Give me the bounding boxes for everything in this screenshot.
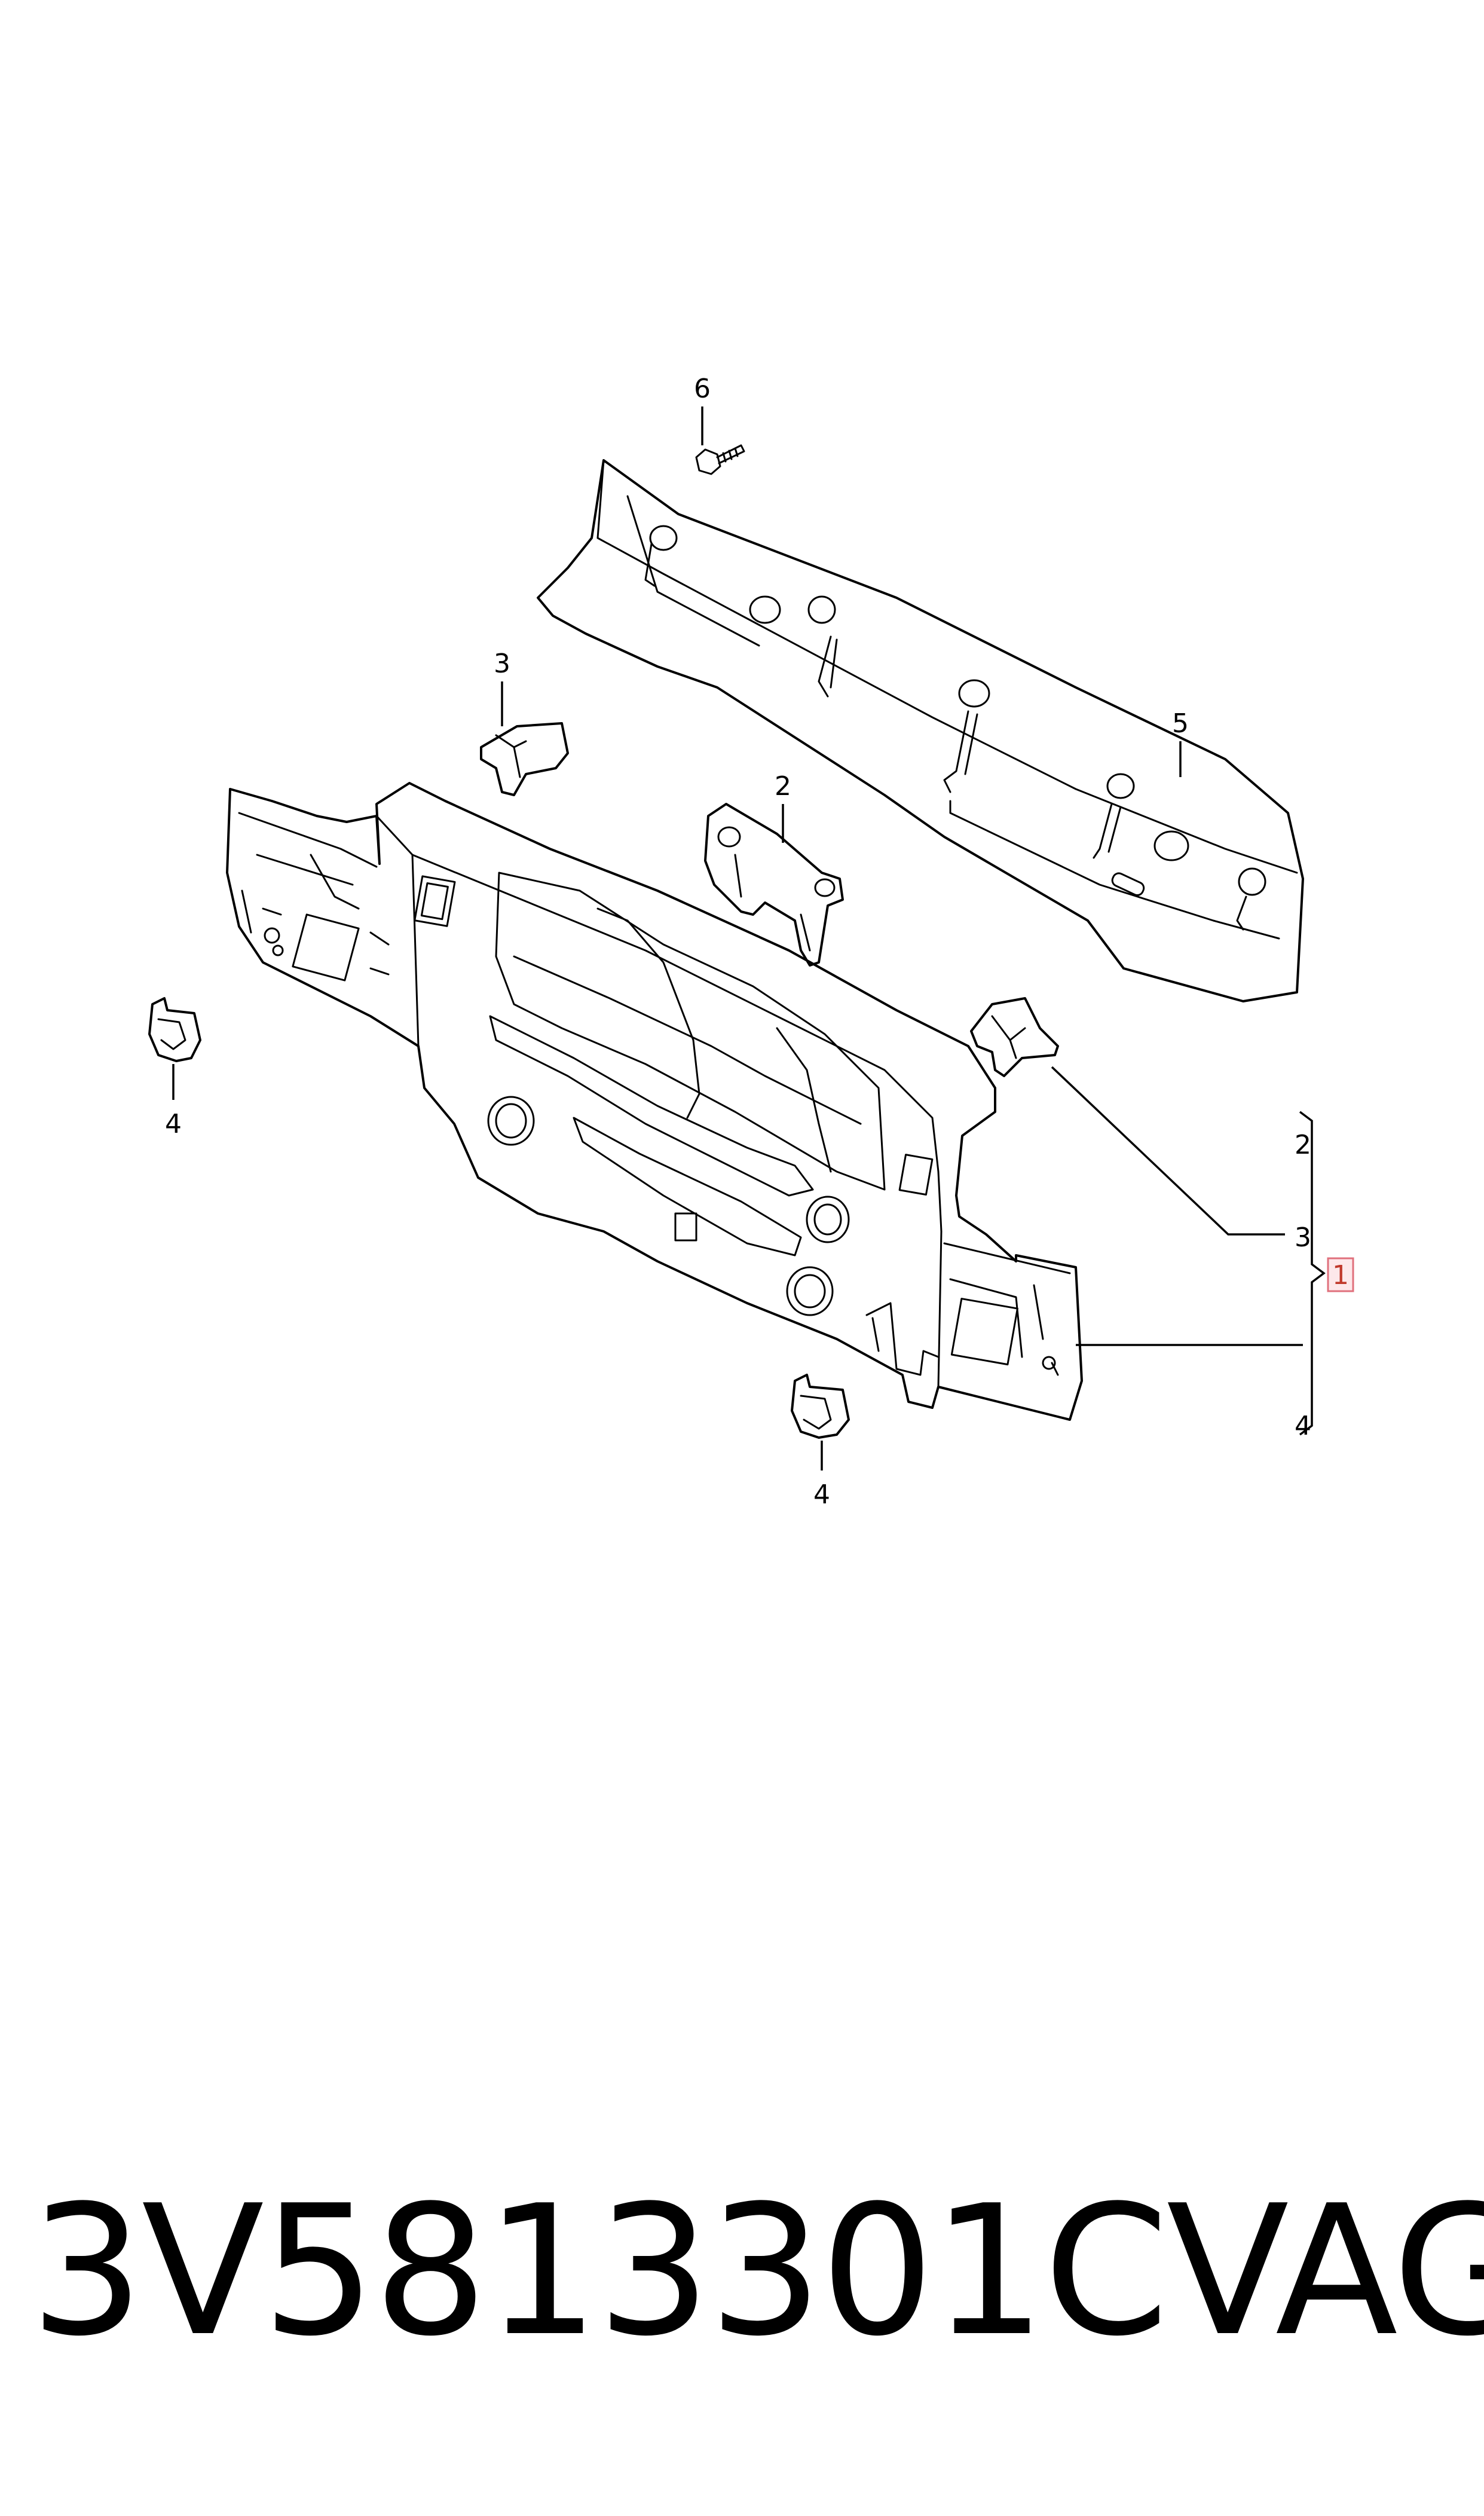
bracket-label-4: 4 xyxy=(1295,1411,1311,1441)
callout-4-left: 4 xyxy=(165,1064,182,1139)
callout-4-bottom: 4 xyxy=(813,1441,830,1510)
clip-part-4-bottom xyxy=(791,1374,850,1439)
footer: 3V5813301C VAG xyxy=(30,2167,1484,2376)
highlight-box xyxy=(1327,1257,1354,1292)
callout-label-2-top: 2 xyxy=(775,771,791,802)
clip-part-4-left xyxy=(148,997,201,1062)
callout-2-top: 2 xyxy=(775,771,791,843)
callout-label-4-bottom: 4 xyxy=(813,1479,830,1510)
callout-5: 5 xyxy=(1172,708,1189,777)
bracket-label-3: 3 xyxy=(1295,1222,1311,1253)
part-number: 3V5813301C xyxy=(30,2167,1169,2376)
callout-1-highlight: 1 xyxy=(1327,1257,1354,1292)
callout-6: 6 xyxy=(694,374,711,445)
callout-label-4-left: 4 xyxy=(165,1109,182,1139)
cross-member-part-5 xyxy=(537,459,1304,1002)
bracket-label-1: 1 xyxy=(1332,1260,1349,1291)
callout-label-5: 5 xyxy=(1172,708,1189,739)
screw-part-6 xyxy=(695,444,745,475)
bracket-part-3-right xyxy=(970,997,1059,1077)
callout-label-6: 6 xyxy=(694,374,711,404)
component-bracket: 2 3 4 xyxy=(1051,1066,1326,1441)
callout-label-3-top: 3 xyxy=(494,649,510,679)
callout-3-top: 3 xyxy=(494,649,510,726)
brand-name: VAG xyxy=(1166,2167,1484,2376)
bracket-label-2: 2 xyxy=(1295,1130,1311,1160)
rear-panel-part-1 xyxy=(226,782,1083,1421)
bracket-part-2 xyxy=(704,803,844,967)
bracket-part-3-top xyxy=(480,722,569,796)
